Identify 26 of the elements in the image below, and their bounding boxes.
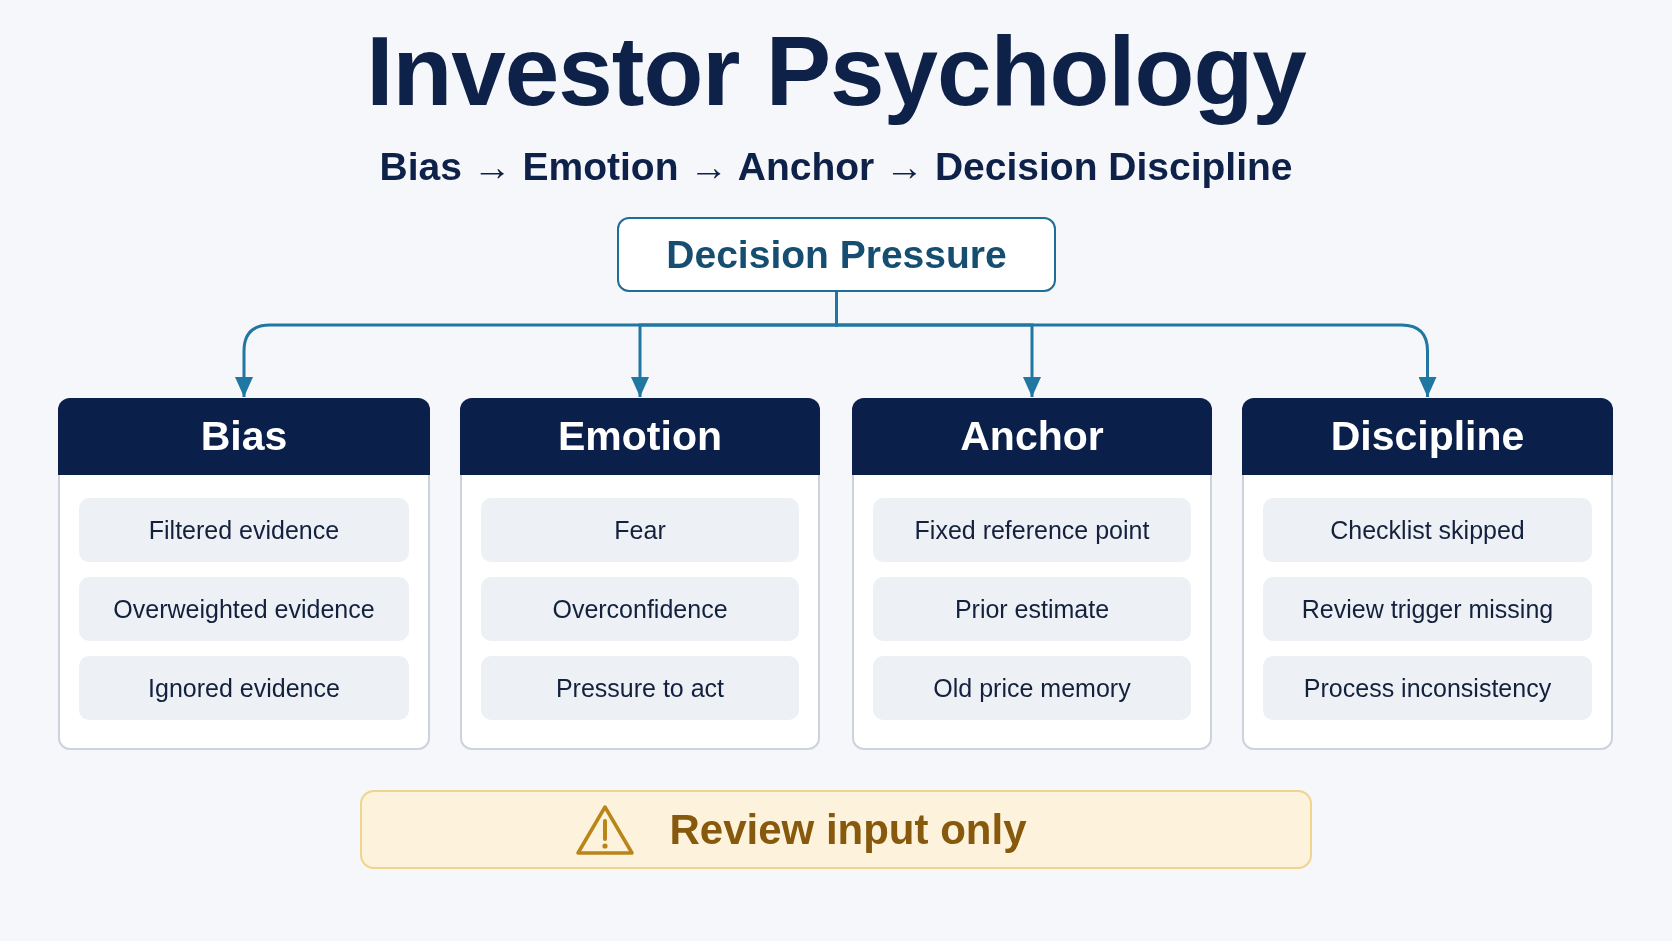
- card-title: Discipline: [1330, 413, 1525, 460]
- card-title: Anchor: [960, 413, 1104, 460]
- title: Investor Psychology: [366, 18, 1306, 126]
- card-title: Emotion: [558, 413, 722, 460]
- factor-item: Fixed reference point: [873, 498, 1191, 562]
- category-card: [58, 398, 430, 750]
- factor-item: Pressure to act: [481, 656, 799, 720]
- factor-item: Overconfidence: [481, 577, 799, 641]
- factor-item: Review trigger missing: [1263, 577, 1592, 641]
- warning-banner: [360, 790, 1312, 869]
- factor-item: Old price memory: [873, 656, 1191, 720]
- factor-item: Filtered evidence: [79, 498, 409, 562]
- card-title: Bias: [200, 413, 288, 460]
- category-card: [460, 398, 820, 750]
- category-card: [1242, 398, 1613, 750]
- factor-item: Process inconsistency: [1263, 656, 1592, 720]
- process-box: [617, 217, 1056, 292]
- subtitle: Bias → Emotion → Anchor → Decision Discipline: [379, 145, 1293, 190]
- category-card: [852, 398, 1212, 750]
- warning-text: Review input only: [669, 805, 1027, 854]
- factor-item: Ignored evidence: [79, 656, 409, 720]
- factor-item: Overweighted evidence: [79, 577, 409, 641]
- factor-item: Checklist skipped: [1263, 498, 1592, 562]
- factor-item: Prior estimate: [873, 577, 1191, 641]
- factor-item: Fear: [481, 498, 799, 562]
- box-label: Decision Pressure: [666, 232, 1007, 277]
